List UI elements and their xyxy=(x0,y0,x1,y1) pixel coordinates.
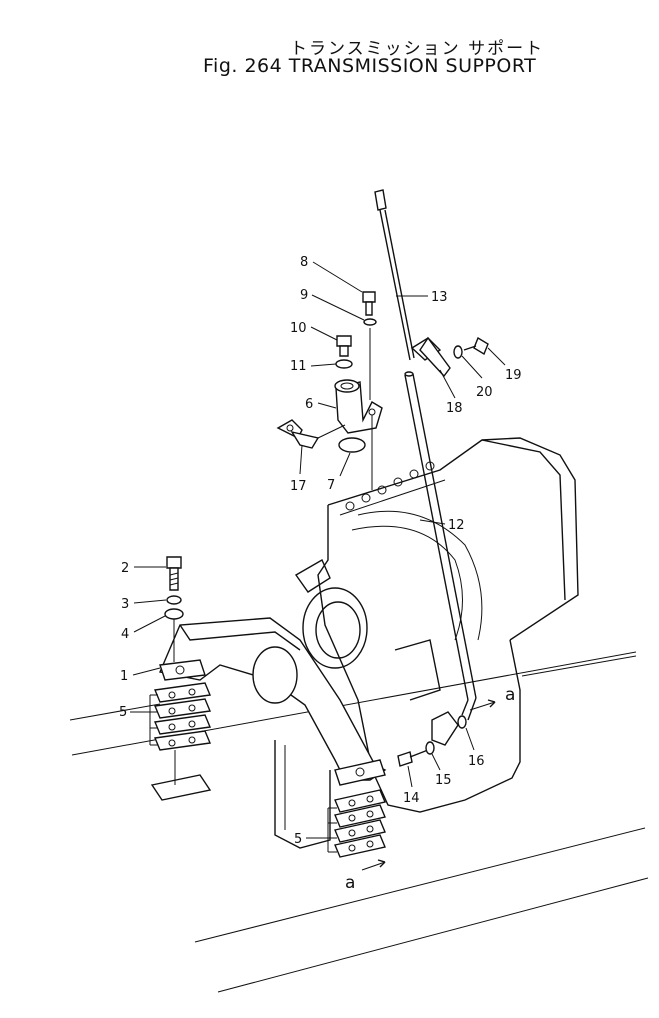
direction-arrow-right xyxy=(469,699,496,711)
clip-17 xyxy=(276,419,320,449)
clamp-16 xyxy=(431,711,467,746)
clip-18 xyxy=(410,336,451,378)
figure-title: Fig. 264 TRANSMISSION SUPPORT xyxy=(203,55,537,77)
callout-label: 4 xyxy=(121,627,129,642)
bolt-19 xyxy=(463,336,489,356)
leader-lines xyxy=(130,261,506,853)
washer-4 xyxy=(164,608,184,620)
callout-label: a xyxy=(505,685,515,705)
callout-label: 1 xyxy=(120,669,128,684)
shim-stack-right xyxy=(334,789,386,858)
callout-label: 11 xyxy=(290,359,307,374)
o-ring-7 xyxy=(338,437,366,453)
callout-label: 3 xyxy=(121,597,129,612)
gasket-11 xyxy=(335,359,353,369)
bolt-2 xyxy=(166,556,182,591)
callout-label: 2 xyxy=(121,561,129,576)
callout-label: 10 xyxy=(290,321,307,336)
callout-label: 12 xyxy=(448,518,465,533)
washer-20 xyxy=(453,345,463,359)
callout-label: a xyxy=(345,873,355,893)
callout-label: 19 xyxy=(505,368,522,383)
callout-label: 5 xyxy=(294,832,302,847)
callout-label: 14 xyxy=(403,791,420,806)
transmission-housing xyxy=(274,437,579,849)
callout-label: 13 xyxy=(431,290,448,305)
washer-9 xyxy=(363,318,377,326)
callout-label: 18 xyxy=(446,401,463,416)
support-bracket xyxy=(159,617,387,786)
washer-15 xyxy=(425,741,435,755)
callout-label: 7 xyxy=(327,478,335,493)
callout-label: 8 xyxy=(300,255,308,270)
washer-3 xyxy=(166,595,182,605)
direction-arrow-bottom xyxy=(361,859,386,871)
housing-bolt-holes xyxy=(345,461,435,511)
callout-label: 17 xyxy=(290,479,307,494)
pipe-bracket xyxy=(334,379,383,434)
figure-title-japanese: トランスミッション サポート xyxy=(290,39,545,59)
callout-label: 9 xyxy=(300,288,308,303)
bolt-14 xyxy=(397,749,429,767)
dipstick xyxy=(374,189,415,361)
callout-label: 20 xyxy=(476,385,493,400)
callout-label: 6 xyxy=(305,397,313,412)
callout-label: 5 xyxy=(119,705,127,720)
base-pad-left xyxy=(150,774,212,801)
bolt-8 xyxy=(362,291,376,316)
callout-label: 15 xyxy=(435,773,452,788)
callout-labels: 1 2 3 4 5 5 6 7 8 9 10 11 12 13 14 15 16… xyxy=(119,255,522,893)
connector-10 xyxy=(336,335,352,357)
shim-stack-left xyxy=(154,682,211,751)
callout-label: 16 xyxy=(468,754,485,769)
